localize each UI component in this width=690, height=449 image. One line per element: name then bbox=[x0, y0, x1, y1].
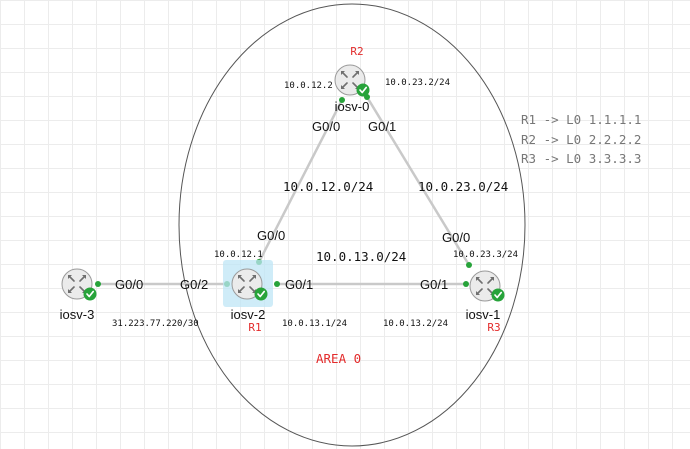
addr-ext-subnet: 31.223.77.220/30 bbox=[112, 319, 199, 329]
interface-dot bbox=[463, 281, 469, 287]
link-r2-r3[interactable] bbox=[365, 96, 471, 266]
iface-r2-g0-1: G0/1 bbox=[368, 119, 396, 134]
addr-r1-g0-1: 10.0.13.1/24 bbox=[282, 319, 347, 329]
status-ok-icon bbox=[490, 287, 506, 303]
addr-r1-g0-0: 10.0.12.1 bbox=[214, 250, 263, 260]
router-iosv-0[interactable]: R2 iosv-0 bbox=[334, 45, 371, 114]
status-ok-icon bbox=[355, 82, 371, 98]
iface-r2-g0-0: G0/0 bbox=[312, 119, 340, 134]
iface-r1-g0-0: G0/0 bbox=[257, 228, 285, 243]
iface-r1-g0-1: G0/1 bbox=[285, 277, 313, 292]
status-ok-icon bbox=[82, 286, 98, 302]
router-iosv-2[interactable]: iosv-2 R1 bbox=[223, 260, 273, 334]
router-tag-r2: R2 bbox=[350, 45, 363, 58]
router-name-iosv-3: iosv-3 bbox=[60, 307, 95, 322]
loopback-legend: R1 -> L0 1.1.1.1 R2 -> L0 2.2.2.2 R3 -> … bbox=[521, 112, 641, 166]
loopback-entry: R1 -> L0 1.1.1.1 bbox=[521, 112, 641, 127]
router-iosv-1[interactable]: iosv-1 R3 bbox=[466, 270, 506, 334]
interface-dot bbox=[95, 281, 101, 287]
router-name-iosv-2: iosv-2 bbox=[231, 307, 266, 322]
addr-r2-g0-1: 10.0.23.2/24 bbox=[385, 78, 450, 88]
iface-r1-g0-2: G0/2 bbox=[180, 277, 208, 292]
interface-dot bbox=[274, 281, 280, 287]
area-0-boundary bbox=[178, 3, 526, 447]
addr-r2-g0-0: 10.0.12.2 bbox=[284, 81, 333, 91]
router-name-iosv-0: iosv-0 bbox=[335, 99, 370, 114]
interface-dot bbox=[466, 262, 472, 268]
link-r2-r1[interactable] bbox=[257, 99, 344, 263]
addr-r3-g0-0: 10.0.23.3/24 bbox=[453, 250, 518, 260]
loopback-entry: R2 -> L0 2.2.2.2 bbox=[521, 132, 641, 147]
router-name-iosv-1: iosv-1 bbox=[466, 307, 501, 322]
iface-r3-g0-1: G0/1 bbox=[420, 277, 448, 292]
addr-r3-g0-1: 10.0.13.2/24 bbox=[383, 319, 448, 329]
interface-dot bbox=[339, 97, 345, 103]
router-tag-r1: R1 bbox=[248, 321, 261, 334]
router-tag-r3: R3 bbox=[487, 321, 500, 334]
status-ok-icon bbox=[253, 286, 269, 302]
iface-r3-g0-0: G0/0 bbox=[442, 230, 470, 245]
iface-ext-g0-0: G0/0 bbox=[115, 277, 143, 292]
subnet-label-r2-r3: 10.0.23.0/24 bbox=[418, 179, 508, 194]
area-label: AREA 0 bbox=[316, 351, 361, 366]
subnet-label-r1-r3: 10.0.13.0/24 bbox=[316, 249, 406, 264]
loopback-entry: R3 -> L0 3.3.3.3 bbox=[521, 151, 641, 166]
subnet-label-r2-r1: 10.0.12.0/24 bbox=[283, 179, 373, 194]
router-iosv-3[interactable]: iosv-3 bbox=[60, 268, 98, 322]
